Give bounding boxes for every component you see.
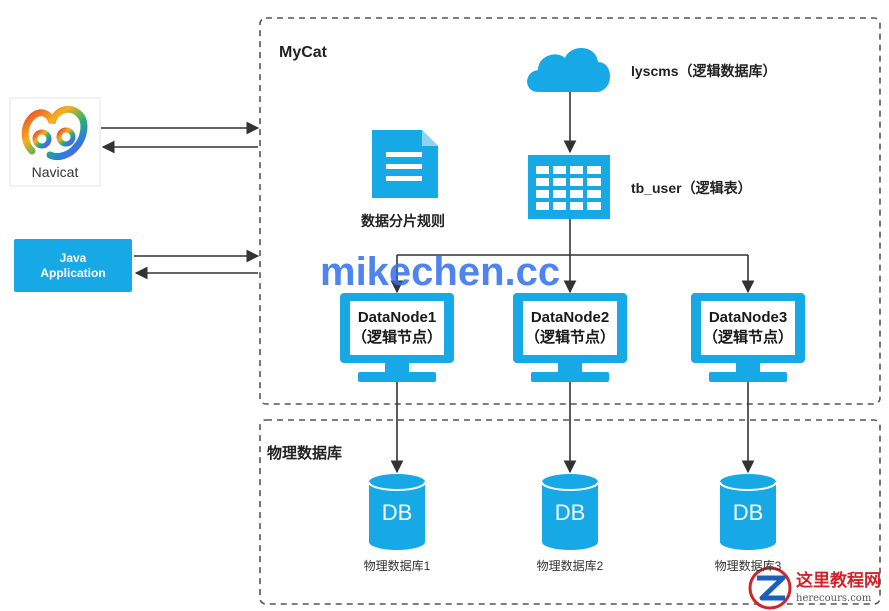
- datanode-1: DataNode1 （逻辑节点）: [350, 308, 444, 348]
- mycat-title: MyCat: [279, 44, 328, 61]
- logical-table-label: tb_user（逻辑表）: [631, 180, 752, 196]
- mycat-frame: [259, 17, 881, 405]
- java-application-box: Java Application: [14, 239, 132, 292]
- monitor-icon-3: [691, 293, 805, 382]
- java-line1: Java: [59, 250, 87, 265]
- monitor-icon-1: [340, 293, 454, 382]
- database-icon-3: [719, 474, 777, 550]
- datanode-2: DataNode2 （逻辑节点）: [523, 308, 617, 348]
- datanode-3-name: DataNode3: [708, 309, 788, 326]
- datanode-3-sub: （逻辑节点）: [702, 329, 793, 346]
- datanode-2-name: DataNode2: [530, 309, 610, 326]
- navicat-label: Navicat: [31, 164, 79, 180]
- database-icon-2: [541, 474, 599, 550]
- datanode-1-sub: （逻辑节点）: [351, 329, 442, 346]
- physical-db-title: 物理数据库: [267, 445, 343, 462]
- java-line2: Application: [40, 265, 106, 280]
- document-icon: [372, 130, 438, 198]
- db-2-icon-text: DB: [554, 500, 586, 525]
- physical-db-frame: [259, 419, 881, 605]
- datanode-1-name: DataNode1: [357, 309, 437, 326]
- db-1-icon-text: DB: [381, 500, 413, 525]
- logical-db-label: lyscms（逻辑数据库）: [631, 63, 777, 79]
- site-logo-text: 这里教程网: [796, 571, 881, 591]
- db-3-caption: 物理数据库3: [714, 559, 782, 573]
- db-1-caption: 物理数据库1: [363, 559, 431, 573]
- table-icon: [528, 155, 610, 219]
- cloud-icon: [527, 47, 611, 92]
- db-3-icon-text: DB: [732, 500, 764, 525]
- db-2-caption: 物理数据库2: [536, 559, 604, 573]
- shard-rule-label: 数据分片规则: [361, 213, 445, 229]
- watermark: mikechen.cc: [320, 250, 561, 294]
- monitor-icon-2: [513, 293, 627, 382]
- site-logo-url: herecours.com: [796, 593, 872, 604]
- navicat-icon: [21, 105, 88, 161]
- site-logo-icon: [748, 566, 792, 610]
- database-icon-1: [368, 474, 426, 550]
- site-logo[interactable]: 这里教程网 herecours.com: [796, 572, 881, 608]
- datanode-2-sub: （逻辑节点）: [524, 329, 615, 346]
- datanode-3: DataNode3 （逻辑节点）: [701, 308, 795, 348]
